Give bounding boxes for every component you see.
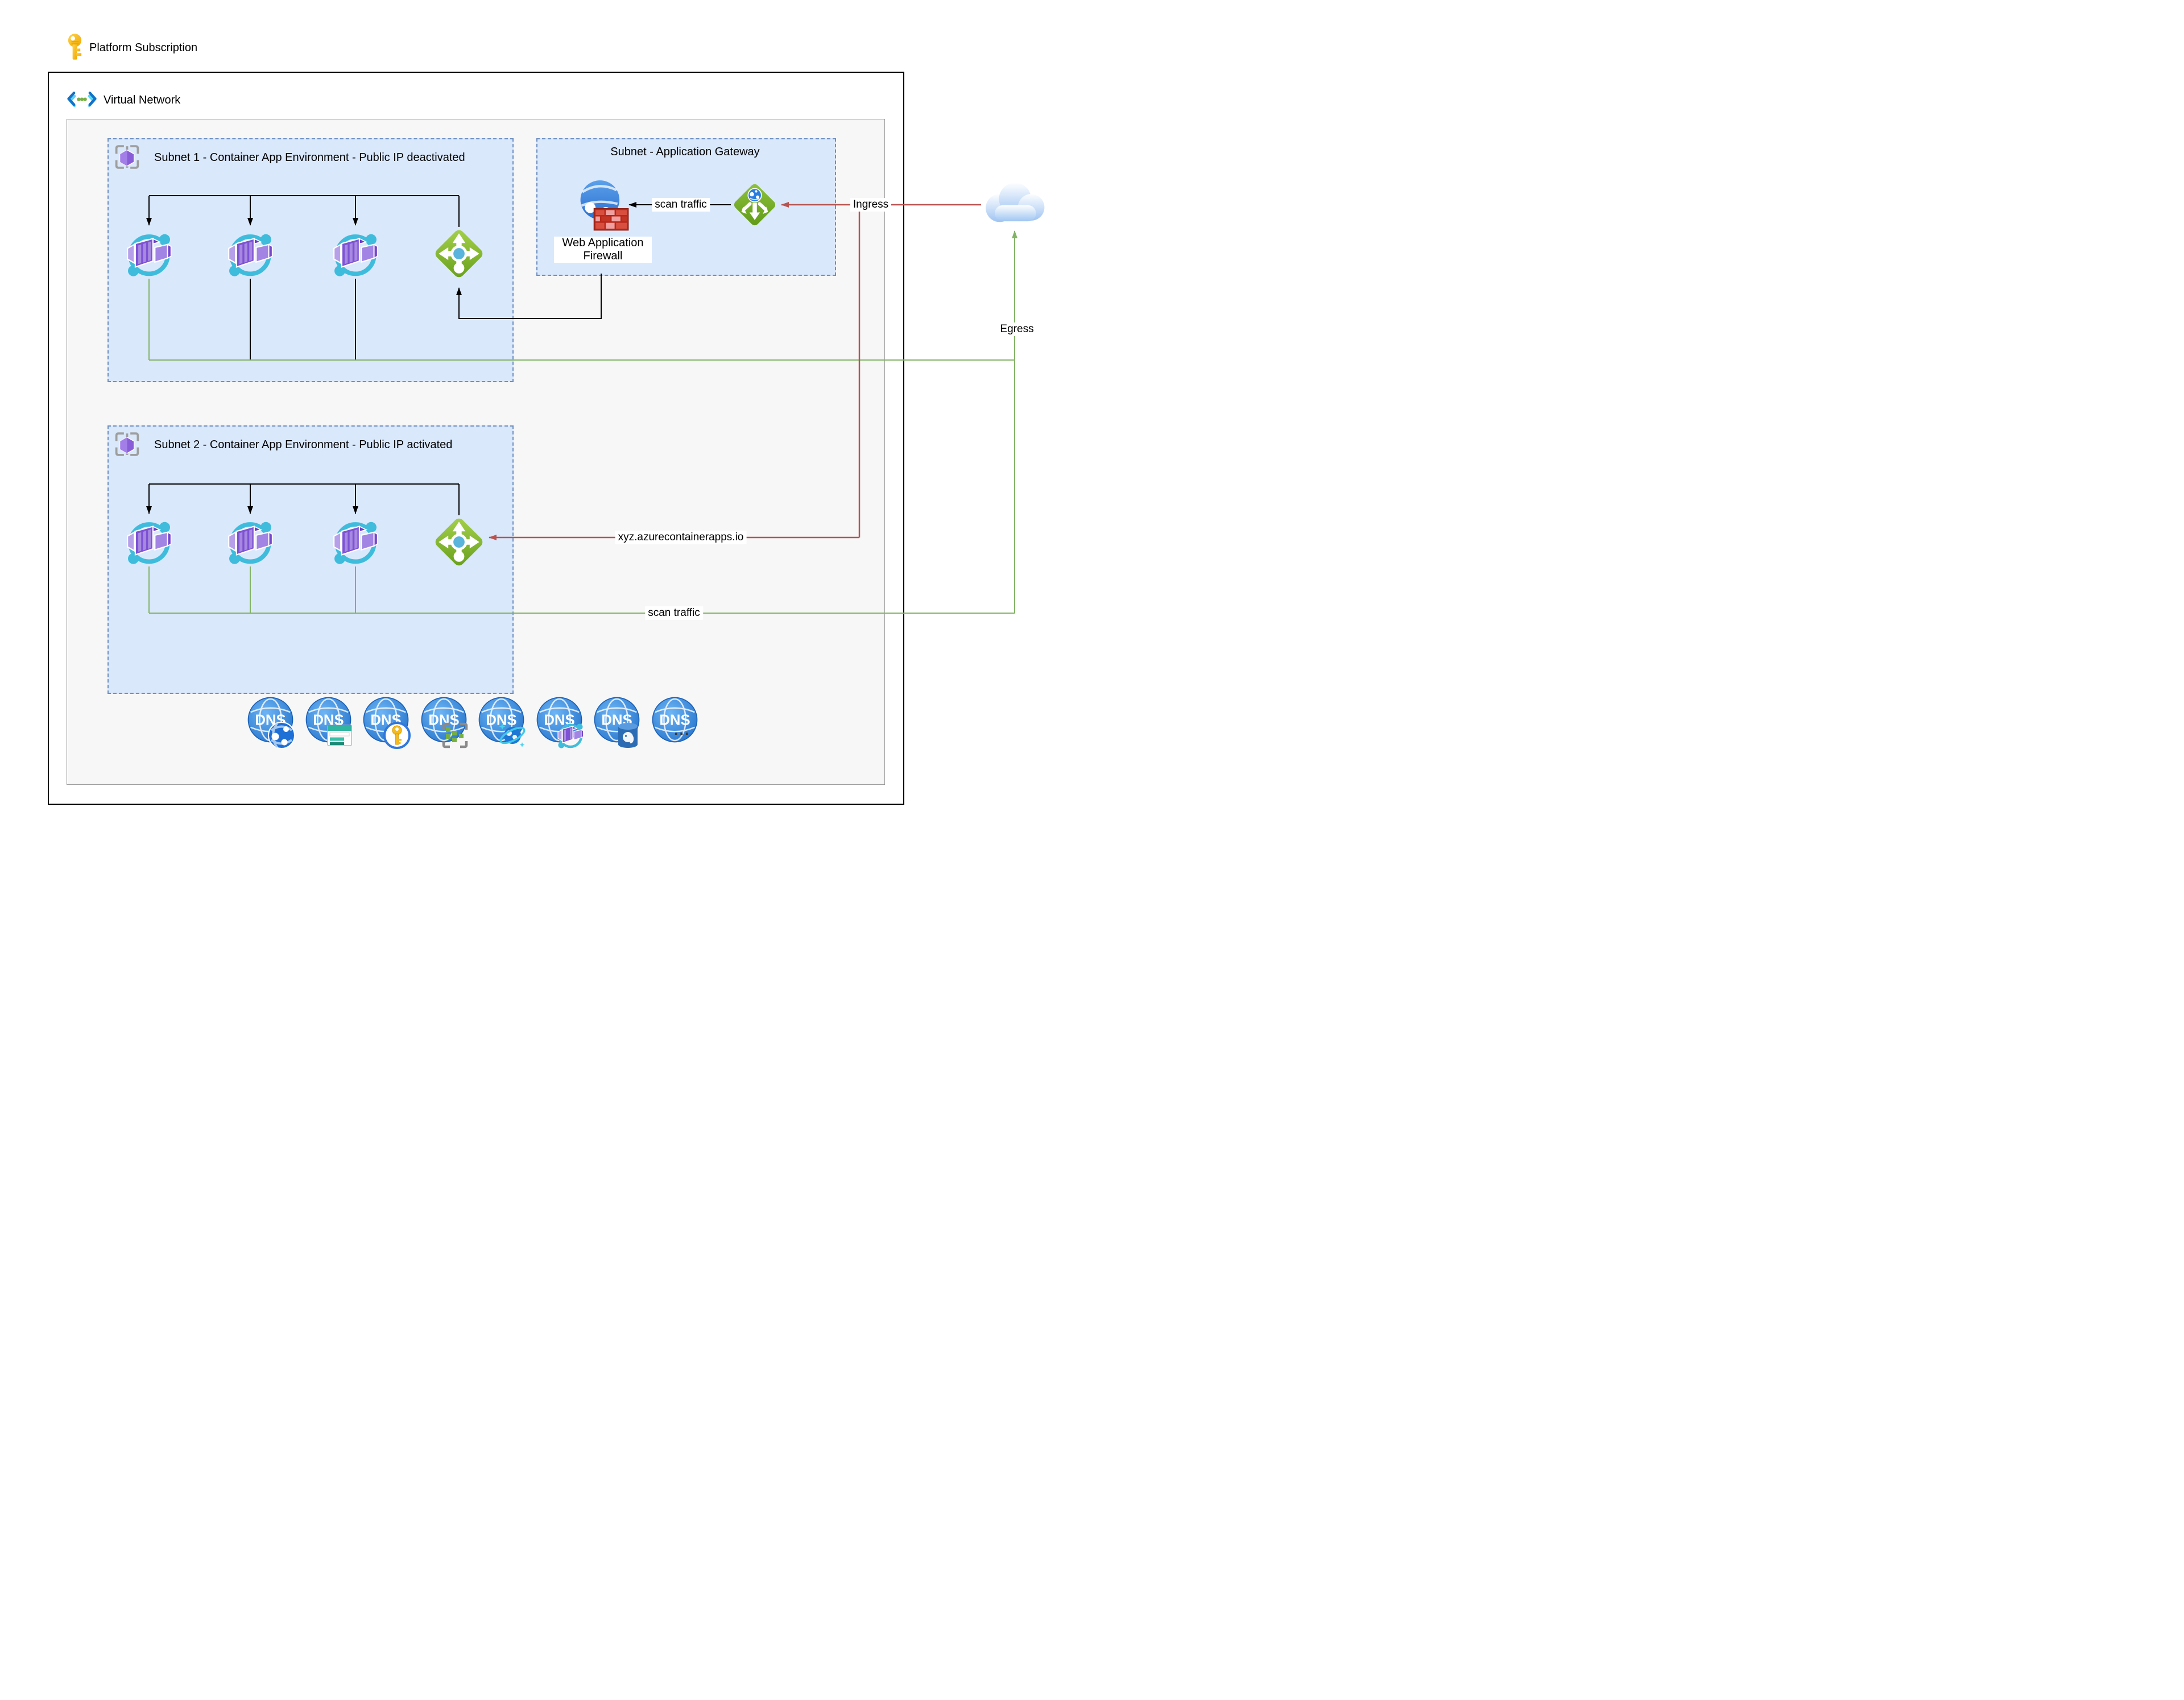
- cosmos-db-icon: [499, 723, 526, 747]
- container-app-icon: [125, 518, 173, 566]
- application-gateway-icon: [731, 181, 779, 229]
- ingress-label: Ingress: [850, 198, 892, 212]
- svg-text:DNS: DNS: [659, 713, 690, 729]
- storage-table-icon: [327, 725, 352, 746]
- postgresql-icon: [618, 723, 638, 748]
- container-app-icon: [331, 230, 380, 279]
- dns-zone-item: DNS: [362, 696, 417, 755]
- web-application-firewall-icon: [576, 177, 630, 232]
- container-app-icon: [125, 230, 173, 279]
- subnet-icon: [113, 430, 141, 458]
- internet-cloud-icon: [979, 182, 1049, 226]
- subnet-2-title: Subnet 2 - Container App Environment - P…: [154, 439, 453, 451]
- event-grid-icon: [442, 722, 468, 748]
- platform-subscription-label: Platform Subscription: [89, 42, 198, 54]
- appgw-to-lb1: [456, 274, 602, 319]
- subnet-icon: [113, 143, 141, 171]
- container-app-icon: [226, 518, 275, 566]
- virtual-network-icon: [67, 91, 97, 110]
- container-apps-icon: [557, 723, 584, 748]
- web-application-firewall-label: Web Application Firewall: [554, 237, 652, 263]
- subnet-application-gateway-title: Subnet - Application Gateway: [610, 146, 760, 158]
- virtual-network-label: Virtual Network: [104, 94, 181, 106]
- dns-zone-item: DNS ...: [651, 696, 706, 755]
- load-balancer-icon: [432, 515, 486, 569]
- dns-zone-item: DNS: [420, 696, 475, 755]
- dns-zone-item: DNS: [593, 696, 648, 755]
- dns-zone-item: DNS: [478, 696, 532, 755]
- more-services-ellipsis: ...: [674, 721, 690, 738]
- subnet-1-title: Subnet 1 - Container App Environment - P…: [154, 151, 465, 164]
- dns-globe-icon: DNS: [652, 697, 698, 743]
- egress-label: Egress: [997, 322, 1037, 336]
- load-balancer-icon: [432, 227, 486, 280]
- connectors-layer: [146, 195, 1017, 614]
- key-icon: [66, 33, 84, 61]
- container-app-icon: [331, 518, 380, 566]
- key-vault-icon: [383, 722, 411, 749]
- scan-traffic-bottom-label: scan traffic: [645, 606, 703, 620]
- subnet-2-box: [107, 425, 514, 694]
- dns-zone-item: DNS: [305, 696, 359, 755]
- architecture-diagram: Platform Subscription Virtual Network: [0, 0, 1092, 850]
- container-apps-domain-label: xyz.azurecontainerapps.io: [615, 531, 747, 544]
- network-globe-icon: [268, 722, 295, 749]
- svg-text:DNS: DNS: [486, 713, 516, 729]
- dns-zone-item: DNS: [247, 696, 301, 755]
- container-app-icon: [226, 230, 275, 279]
- dns-zone-item: DNS: [536, 696, 590, 755]
- scan-traffic-label: scan traffic: [652, 198, 710, 212]
